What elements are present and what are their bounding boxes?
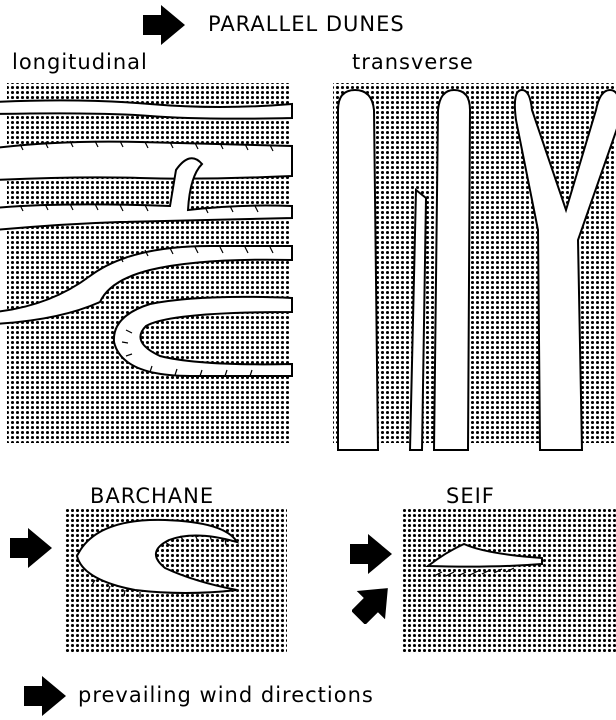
barchane-dune-diagram [65,508,287,653]
transverse-dunes-diagram [330,80,616,450]
seif-wind-arrow-east-icon [350,534,392,574]
longitudinal-label: longitudinal [12,50,148,74]
seif-wind-arrow-northeast-icon [352,582,394,624]
transverse-label: transverse [352,50,474,74]
legend-wind-arrow-icon [24,676,66,716]
barchane-wind-arrow-icon [10,528,52,568]
page-title: PARALLEL DUNES [208,12,405,36]
longitudinal-dunes-diagram [0,80,300,450]
seif-label: SEIF [446,484,495,508]
legend-text: prevailing wind directions [78,683,374,707]
barchane-label: BARCHANE [90,484,214,508]
title-wind-arrow-icon [143,5,185,45]
seif-dune-diagram [402,508,616,653]
